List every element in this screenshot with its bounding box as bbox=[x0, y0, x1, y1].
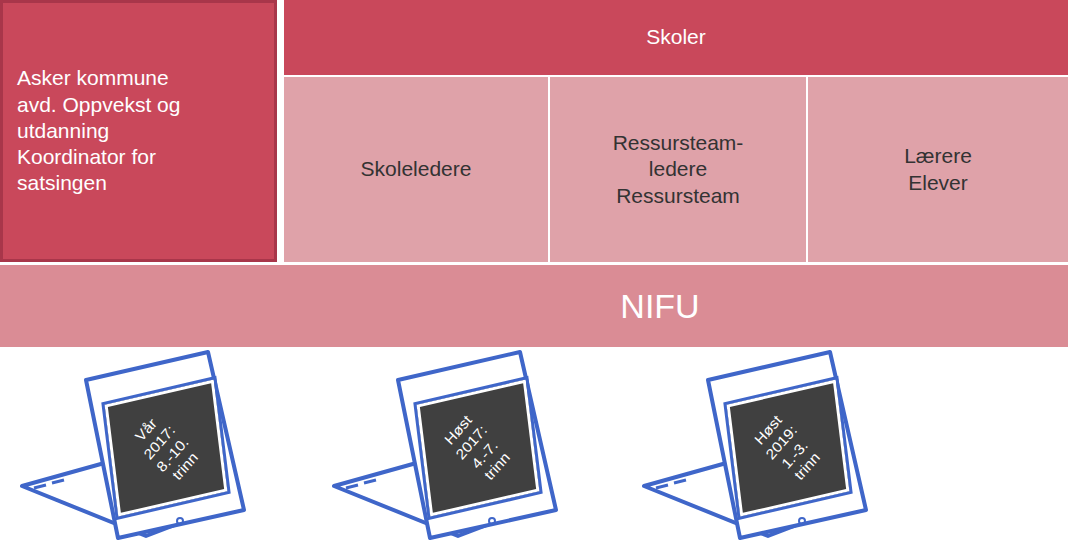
tablet-screen: Høst 2017: 4.-7. trinn bbox=[417, 380, 540, 517]
box-label: Asker kommune avd. Oppvekst og utdanning… bbox=[17, 65, 207, 196]
tablet-screen: Høst 2019: 1.-3. trinn bbox=[727, 380, 850, 517]
tablet-screen: Vår 2017: 8.-10. trinn bbox=[105, 380, 228, 517]
tablet-button bbox=[799, 518, 805, 524]
period-label: Høst 2019: 1.-3. trinn bbox=[740, 399, 835, 497]
period-label: Høst 2017: 4.-7. trinn bbox=[430, 399, 525, 497]
tablet-keys bbox=[346, 480, 376, 488]
box-label: Lærere Elever bbox=[883, 143, 993, 196]
tablet-keys bbox=[656, 480, 686, 488]
tablet-drawing bbox=[644, 352, 866, 538]
tablet-lid bbox=[398, 352, 556, 538]
group-box: Lærere Elever bbox=[808, 77, 1068, 262]
box-label: NIFU bbox=[620, 285, 699, 328]
tablet-keys bbox=[34, 480, 64, 488]
tablet-lid bbox=[86, 352, 244, 538]
box-label: Skoler bbox=[646, 24, 706, 50]
box-label: Skoleledere bbox=[361, 156, 472, 182]
tablet-button bbox=[489, 518, 495, 524]
tablet-drawing bbox=[334, 352, 556, 538]
header-band: Skoler bbox=[284, 0, 1068, 75]
group-box: Skoleledere bbox=[284, 77, 548, 262]
research-band: NIFU bbox=[0, 265, 1068, 347]
period-label: Vår 2017: 8.-10. trinn bbox=[118, 399, 213, 497]
organizer-box: Asker kommune avd. Oppvekst og utdanning… bbox=[0, 0, 277, 262]
tablet-lid bbox=[708, 352, 866, 538]
tablet-drawing bbox=[22, 352, 244, 538]
tablet-button bbox=[177, 518, 183, 524]
box-label: Ressursteam- ledere Ressursteam bbox=[603, 130, 753, 209]
group-box: Ressursteam- ledere Ressursteam bbox=[550, 77, 806, 262]
